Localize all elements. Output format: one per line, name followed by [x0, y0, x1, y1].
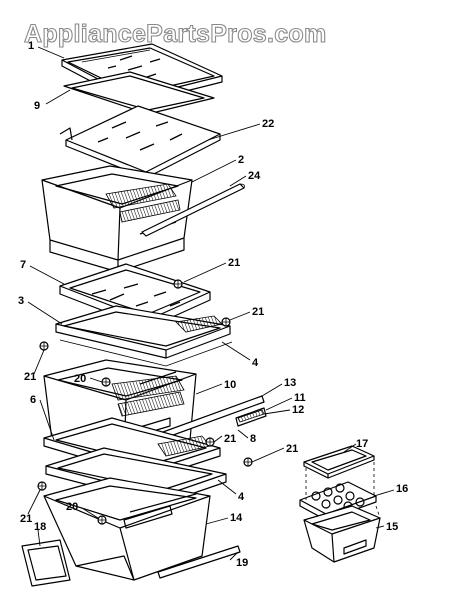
- label-part-1: 1: [28, 40, 34, 52]
- label-part-12: 12: [292, 404, 304, 416]
- label-part-21-f: 21: [20, 513, 32, 525]
- leader-lines: [27, 46, 395, 561]
- label-part-6: 6: [30, 394, 36, 406]
- label-part-4-b: 4: [238, 491, 245, 503]
- label-part-19: 19: [236, 557, 248, 569]
- part-18-label-plate: [21, 539, 71, 587]
- label-part-18: 18: [34, 521, 46, 533]
- fastener-screws: [37, 279, 253, 525]
- label-part-22: 22: [262, 118, 274, 130]
- label-part-21-e: 21: [286, 443, 298, 455]
- part-11-12-brackets: [235, 407, 267, 427]
- part-15-egg-bin: [303, 505, 381, 563]
- label-part-3: 3: [18, 295, 24, 307]
- part-22-glass-shelf: [59, 105, 221, 179]
- label-part-20-a: 20: [74, 373, 86, 385]
- label-part-21-c: 21: [24, 371, 36, 383]
- label-part-20-b: 20: [66, 501, 78, 513]
- label-part-11: 11: [294, 392, 306, 404]
- label-part-21-d: 21: [224, 433, 236, 445]
- part-labels: 1 9 22 2 24 7 21 3 21 4 21 20 10 13 6 11…: [18, 40, 408, 569]
- egg-bin-assembly-lines: [305, 462, 381, 519]
- part-14-bottom-drawer: [43, 477, 211, 581]
- label-part-21-b: 21: [252, 306, 264, 318]
- label-part-13: 13: [284, 377, 296, 389]
- label-part-9: 9: [34, 100, 40, 112]
- label-part-2: 2: [238, 154, 244, 166]
- part-2-upper-crisper-drawer: [41, 165, 193, 273]
- label-part-15: 15: [386, 521, 398, 533]
- label-part-24: 24: [248, 170, 261, 182]
- label-part-14: 14: [230, 512, 243, 524]
- part-1-top-shelf: [61, 43, 223, 105]
- part-24-rod: [141, 183, 245, 237]
- part-17-egg-tray-lid: [303, 445, 375, 479]
- watermark-text: AppliancePartsPros.com: [24, 20, 327, 48]
- part-9-shelf-trim: [63, 71, 215, 115]
- part-6-lower-shelf: [43, 417, 221, 479]
- label-part-10: 10: [224, 379, 236, 391]
- part-10-lower-crisper-drawer: [43, 359, 197, 463]
- label-part-21-a: 21: [228, 257, 240, 269]
- part-19-rod: [157, 545, 241, 579]
- label-part-7: 7: [20, 259, 26, 271]
- label-part-17: 17: [356, 438, 368, 450]
- label-part-8: 8: [250, 433, 256, 445]
- part-3-shelf-frame: [55, 305, 233, 367]
- label-part-4-a: 4: [252, 357, 259, 369]
- label-part-16: 16: [396, 483, 408, 495]
